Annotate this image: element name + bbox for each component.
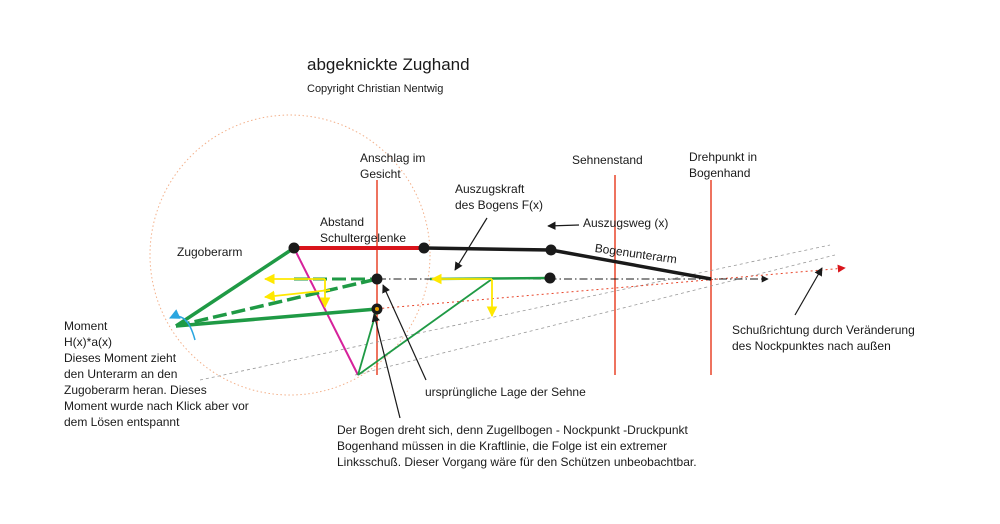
label-auszugskraft: Auszugskraft des Bogens F(x): [455, 182, 544, 212]
label-sehnenstand: Sehnenstand: [572, 153, 643, 167]
label-bogen-dreht: Der Bogen dreht sich, denn Zugellbogen -…: [337, 423, 697, 469]
forearm-bent-line: [175, 307, 378, 328]
shoulder-joint-dot: [288, 242, 300, 254]
magenta-line: [293, 247, 359, 376]
diagram-title: abgeknickte Zughand: [307, 55, 470, 74]
forearm-dashed-line: [175, 277, 378, 328]
upper-arm-line: [175, 246, 295, 328]
label-zugoberarm: Zugoberarm: [177, 245, 243, 259]
label-moment: Moment H(x)*a(x) Dieses Moment zieht den…: [64, 319, 249, 429]
string-green-lower: [357, 308, 378, 376]
copyright-text: Copyright Christian Nentwig: [307, 83, 444, 95]
label-auszugsweg: Auszugsweg (x): [583, 216, 669, 230]
projection-line-2: [354, 254, 836, 376]
bow-rotation-pointer: [371, 313, 401, 419]
label-urspruenglich: ursprüngliche Lage der Sehne: [425, 385, 586, 399]
bow-arm-line-2: [550, 248, 712, 281]
shoulder-circle: [149, 114, 431, 396]
yellow-arrow-left-2: [263, 289, 331, 302]
shot-direction-pointer: [794, 267, 823, 316]
label-anschlag: Anschlag im Gesicht: [360, 151, 426, 181]
hand-dot-highlight: [375, 307, 379, 311]
string-green-diag: [357, 278, 493, 376]
force-arrow: [454, 217, 488, 271]
label-schussrichtung: Schußrichtung durch Veränderung des Nock…: [732, 323, 915, 353]
projection-line-1: [199, 244, 831, 381]
bow-shoulder-dot: [418, 242, 430, 254]
nock-dot: [544, 272, 556, 284]
draw-length-arrow: [547, 221, 580, 230]
label-drehpunkt: Drehpunkt in Bogenhand: [689, 150, 758, 180]
moment-arc-arrow: [169, 309, 196, 341]
label-abstand: Abstand Schultergelenke: [320, 215, 407, 245]
elbow-dot: [545, 244, 557, 256]
bow-arm-line-1: [423, 246, 552, 252]
anchor-dot: [371, 273, 383, 285]
original-string-pointer: [382, 284, 427, 381]
